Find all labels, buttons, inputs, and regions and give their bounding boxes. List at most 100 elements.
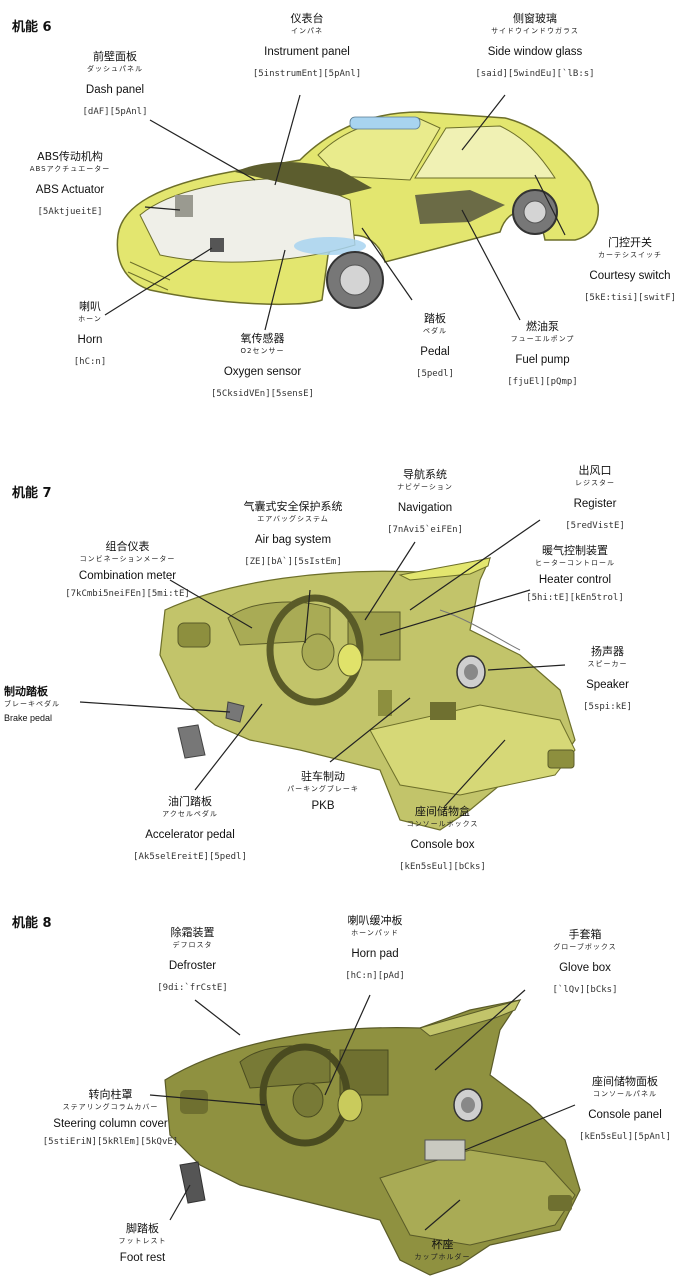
leader-lines xyxy=(149,989,576,1231)
label-register: 出风口 レジスター Register [5redVistE] xyxy=(550,464,640,532)
label-console-panel: 座间储物面板 コンソールパネル Console panel [kEn5sEul]… xyxy=(560,1075,690,1143)
label-phonetic: [5spi:kE] xyxy=(583,701,632,712)
label-ja: スピーカー xyxy=(587,659,628,668)
label-en: Horn xyxy=(77,333,103,346)
label-ja: レジスター xyxy=(575,478,615,487)
label-phonetic: [fjuEl][pQmp] xyxy=(507,376,578,387)
label-zh: 脚踏板 xyxy=(126,1222,159,1235)
label-phonetic: [said][5windEu][`lB:s] xyxy=(475,68,595,79)
label-horn: 喇叭 ホーン Horn [hC:n] xyxy=(45,300,135,368)
label-phonetic: [5AktjueitE] xyxy=(37,206,103,217)
label-ja: コンビネーションメーター xyxy=(79,554,176,563)
label-phonetic: [ZE][bA`][5sIstEm] xyxy=(244,556,342,567)
left-vent xyxy=(177,622,211,648)
label-phonetic: [5hi:tE][kEn5trol] xyxy=(526,592,624,603)
label-ja: パーキングブレーキ xyxy=(287,784,359,793)
label-en: Oxygen sensor xyxy=(223,365,302,378)
label-ja: カーテシスイッチ xyxy=(598,250,662,259)
section-title: 机能 6 xyxy=(12,20,52,35)
label-zh: 出风口 xyxy=(578,464,612,477)
label-phonetic: [`lQv][bCks] xyxy=(552,984,618,995)
label-phonetic: [5kE:tisi][switF] xyxy=(583,292,677,303)
label-zh: 仪表台 xyxy=(290,12,324,25)
label-en: Horn pad xyxy=(351,947,399,960)
label-ja: ナビゲーション xyxy=(397,482,453,491)
label-phonetic: [Ak5selEreitE][5pedl] xyxy=(133,851,247,862)
label-zh: 座间储物盒 xyxy=(415,805,470,818)
label-ja: フットレスト xyxy=(118,1236,167,1245)
label-en: PKB xyxy=(311,799,335,812)
label-ja: ペダル xyxy=(423,326,447,335)
section-function-8: 机能 8 除霜装置 デフロスタ D xyxy=(0,900,700,1280)
label-en: Instrument panel xyxy=(264,45,350,58)
label-air-bag-system: 气囊式安全保护系统 エアバッグシステム Air bag system [ZE][… xyxy=(218,500,368,568)
label-ja: コンソールボックス xyxy=(406,819,479,828)
label-navigation: 导航系统 ナビゲーション Navigation [7nAvi5`eiFEn] xyxy=(365,468,485,536)
label-steering-column-cover: 转向柱罩 ステアリングコラムカバー Steering column cover … xyxy=(28,1088,193,1148)
label-ja: グローブボックス xyxy=(553,942,617,951)
label-cup-holder: 杯座 カップホルダー xyxy=(390,1238,495,1262)
label-speaker: 扬声器 スピーカー Speaker [5spi:kE] xyxy=(570,645,645,713)
label-zh: 手套箱 xyxy=(568,928,602,941)
section-title: 机能 7 xyxy=(12,486,52,501)
label-en: Console box xyxy=(410,838,475,851)
label-phonetic: [hC:n][pAd] xyxy=(345,970,405,981)
label-phonetic: [7nAvi5`eiFEn] xyxy=(387,524,463,535)
sunroof-glass xyxy=(349,116,421,130)
label-zh: 暖气控制装置 xyxy=(542,544,608,557)
label-ja: O2センサー xyxy=(240,346,285,355)
label-zh: 扬声器 xyxy=(591,645,624,658)
label-ja: ブレーキペダル xyxy=(4,699,60,708)
label-accelerator-pedal: 油门踏板 アクセルペダル Accelerator pedal [Ak5selEr… xyxy=(120,795,260,863)
label-en: Accelerator pedal xyxy=(145,828,235,841)
label-phonetic: [5pedl] xyxy=(416,368,454,379)
label-zh: 组合仪表 xyxy=(105,540,150,553)
label-abs-actuator: ABS传动机构 ABSアクチュエーター ABS Actuator [5Aktju… xyxy=(0,150,140,218)
section-title: 机能 8 xyxy=(12,916,52,931)
label-phonetic: [kEn5sEul][5pAnl] xyxy=(578,1131,672,1142)
label-en: Brake pedal xyxy=(4,712,53,723)
label-en: ABS Actuator xyxy=(35,183,105,196)
label-side-window-glass: 侧窗玻璃 サイドウインドウガラス Side window glass [said… xyxy=(455,12,615,80)
label-phonetic: [5instrumEnt][5pAnl] xyxy=(252,68,362,79)
steering-wheel xyxy=(266,594,364,706)
label-phonetic: [dAF][5pAnl] xyxy=(82,106,148,117)
label-en: Combination meter xyxy=(78,569,177,582)
label-zh: 油门踏板 xyxy=(168,795,212,808)
label-courtesy-switch: 门控开关 カーテシスイッチ Courtesy switch [5kE:tisi]… xyxy=(565,236,695,304)
label-phonetic: [5CksidVEn][5sensE] xyxy=(211,388,314,399)
label-en: Register xyxy=(573,497,617,510)
label-zh: 喇叭缓冲板 xyxy=(347,914,403,927)
label-en: Glove box xyxy=(559,961,611,974)
label-en: Speaker xyxy=(586,678,629,691)
label-en: Foot rest xyxy=(119,1251,166,1264)
section-function-6: 机能 6 xyxy=(0,0,700,440)
label-en: Console panel xyxy=(588,1108,662,1121)
label-ja: フューエルポンプ xyxy=(510,334,575,343)
label-brake-pedal: 制动踏板 ブレーキペダル Brake pedal xyxy=(4,685,82,724)
label-en: Navigation xyxy=(397,501,453,514)
label-instrument-panel: 仪表台 インパネ Instrument panel [5instrumEnt][… xyxy=(252,12,362,80)
label-ja: インパネ xyxy=(291,26,323,35)
dashboard-illustration xyxy=(79,519,576,831)
label-zh: 导航系统 xyxy=(403,468,447,481)
label-ja: コンソールパネル xyxy=(593,1089,657,1098)
label-en: Air bag system xyxy=(254,533,332,546)
label-glove-box: 手套箱 グローブボックス Glove box [`lQv][bCks] xyxy=(530,928,640,996)
dashboard-top-trim xyxy=(398,557,491,581)
car-illustration xyxy=(104,94,600,331)
label-zh: 杯座 xyxy=(431,1238,454,1251)
label-ja: ダッシュパネル xyxy=(87,64,143,73)
leader-lines xyxy=(104,94,566,331)
label-phonetic: [hC:n] xyxy=(73,356,107,367)
label-en: Defroster xyxy=(168,959,217,972)
label-ja: ホーンパッド xyxy=(351,928,399,937)
label-oxygen-sensor: 氧传感器 O2センサー Oxygen sensor [5CksidVEn][5s… xyxy=(195,332,330,400)
label-en: Steering column cover xyxy=(53,1117,168,1130)
leader-lines xyxy=(79,519,566,807)
label-zh: 制动踏板 xyxy=(4,685,48,698)
label-combination-meter: 组合仪表 コンビネーションメーター Combination meter [7kC… xyxy=(55,540,200,600)
label-zh: 门控开关 xyxy=(608,236,652,249)
label-phonetic: [7kCmbi5neiFEn][5mi:tE] xyxy=(65,588,190,599)
label-pedal: 踏板 ペダル Pedal [5pedl] xyxy=(395,312,475,380)
